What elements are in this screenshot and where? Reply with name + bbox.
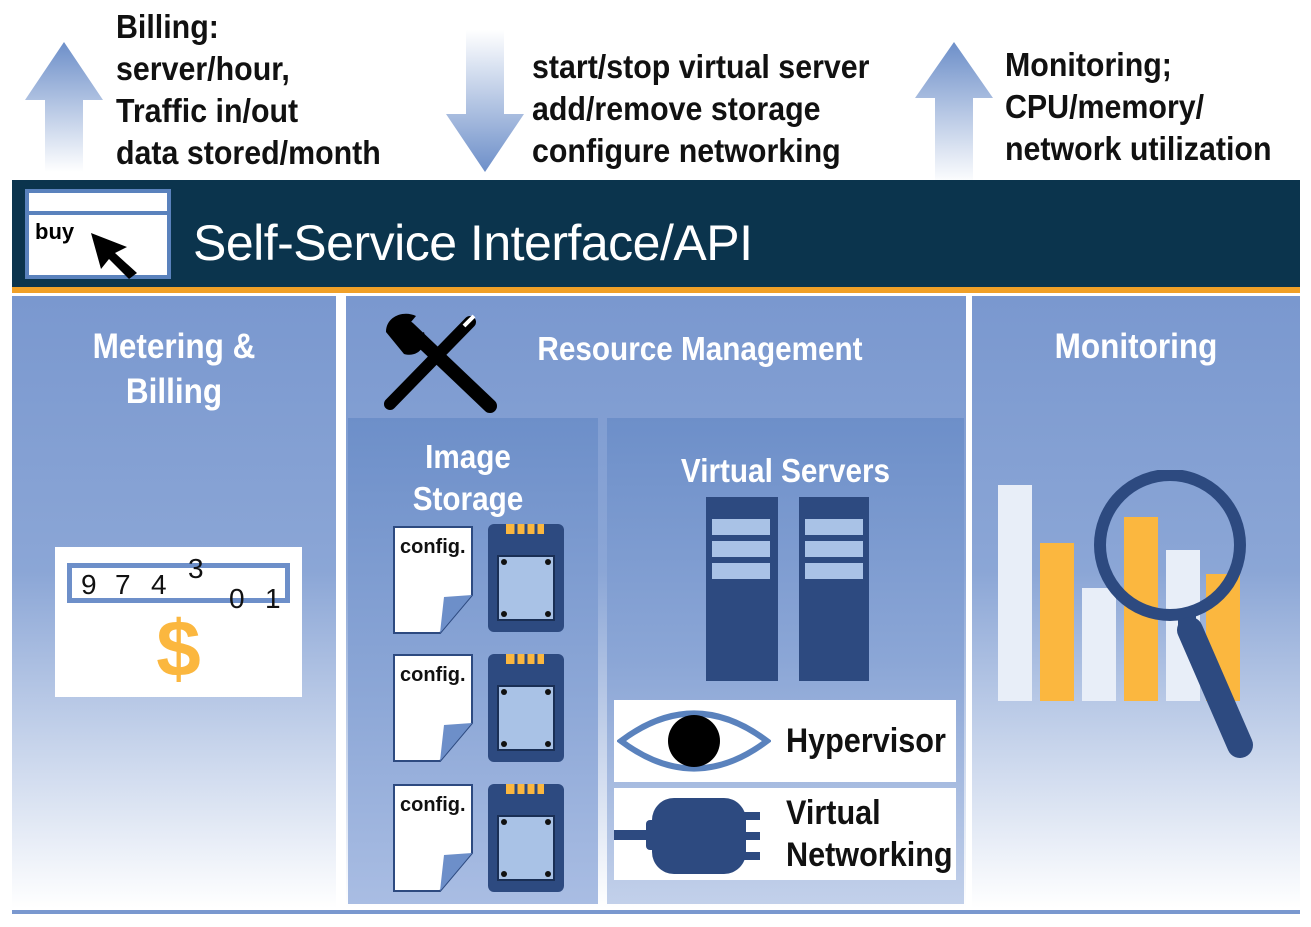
- config-label: config.: [400, 536, 466, 558]
- counter-digit: 3: [188, 553, 204, 584]
- metering-title-line: Metering &: [92, 327, 256, 366]
- memory-card-icon: [488, 524, 564, 632]
- commands-note: start/stop virtual server add/remove sto…: [532, 46, 869, 172]
- commands-note-line: start/stop virtual server: [532, 48, 870, 85]
- virtual-networking-label: Virtual Networking: [786, 792, 953, 876]
- monitoring-note-line: Monitoring;: [1005, 46, 1172, 83]
- config-file-icon: [393, 784, 473, 892]
- up-arrow-icon: [915, 42, 993, 184]
- metering-title: Metering & Billing: [28, 324, 320, 414]
- counter-digit: 9: [81, 569, 97, 600]
- counter-digit: 4: [151, 569, 167, 600]
- window-titlebar: [29, 211, 167, 215]
- memory-card-icon: [488, 654, 564, 762]
- commands-note-line: configure networking: [532, 132, 841, 169]
- counter-display: [67, 563, 290, 603]
- server-rack-icon: [799, 497, 869, 681]
- monitoring-note-line: CPU/memory/: [1005, 88, 1205, 125]
- config-file-icon: [393, 526, 473, 634]
- hypervisor-label: Hypervisor: [786, 722, 946, 760]
- metering-title-line: Billing: [125, 372, 223, 411]
- image-storage-title: Image Storage: [360, 436, 576, 520]
- config-label: config.: [400, 664, 466, 686]
- eye-icon: [617, 710, 771, 772]
- up-arrow-icon: [25, 42, 103, 172]
- commands-note-line: add/remove storage: [532, 90, 821, 127]
- counter-digit: 7: [115, 569, 131, 600]
- config-file-icon: [393, 654, 473, 762]
- billing-note-line: server/hour,: [116, 50, 290, 87]
- image-storage-title-line: Storage: [412, 480, 524, 517]
- counter-digit: 1: [265, 583, 281, 614]
- buy-label: buy: [35, 219, 75, 244]
- bottom-divider: [12, 910, 1300, 914]
- billing-note-line: Billing:: [116, 8, 219, 45]
- config-label: config.: [400, 794, 466, 816]
- billing-note: Billing: server/hour, Traffic in/out dat…: [116, 6, 381, 174]
- dollar-icon: $: [156, 604, 201, 693]
- monitoring-note-line: network utilization: [1005, 130, 1272, 167]
- billing-meter-card: 9 7 4 3 0 1 $: [55, 547, 302, 697]
- resource-management-title: Resource Management: [537, 330, 863, 367]
- virtual-networking-label-line: Networking: [786, 836, 953, 874]
- image-storage-title-line: Image: [425, 438, 511, 475]
- magnifier-icon: [1094, 470, 1253, 758]
- banner-divider: [12, 287, 1300, 293]
- api-banner: [12, 180, 1300, 287]
- billing-note-line: Traffic in/out: [116, 92, 299, 129]
- counter-digit: 0: [229, 583, 245, 614]
- network-plug-icon: [614, 798, 760, 874]
- buy-window[interactable]: buy: [25, 189, 171, 279]
- server-rack-icon: [706, 497, 778, 681]
- wrench-screwdriver-icon: [384, 313, 497, 413]
- billing-note-line: data stored/month: [116, 134, 381, 171]
- virtual-networking-label-line: Virtual: [786, 794, 881, 832]
- page-title: Self-Service Interface/API: [193, 215, 753, 271]
- monitoring-title: Monitoring: [1054, 327, 1218, 366]
- cursor-icon: [91, 233, 137, 279]
- virtual-servers-title: Virtual Servers: [680, 452, 891, 489]
- monitoring-note: Monitoring; CPU/memory/ network utilizat…: [1005, 44, 1271, 170]
- memory-card-icon: [488, 784, 564, 892]
- down-arrow-icon: [446, 30, 524, 172]
